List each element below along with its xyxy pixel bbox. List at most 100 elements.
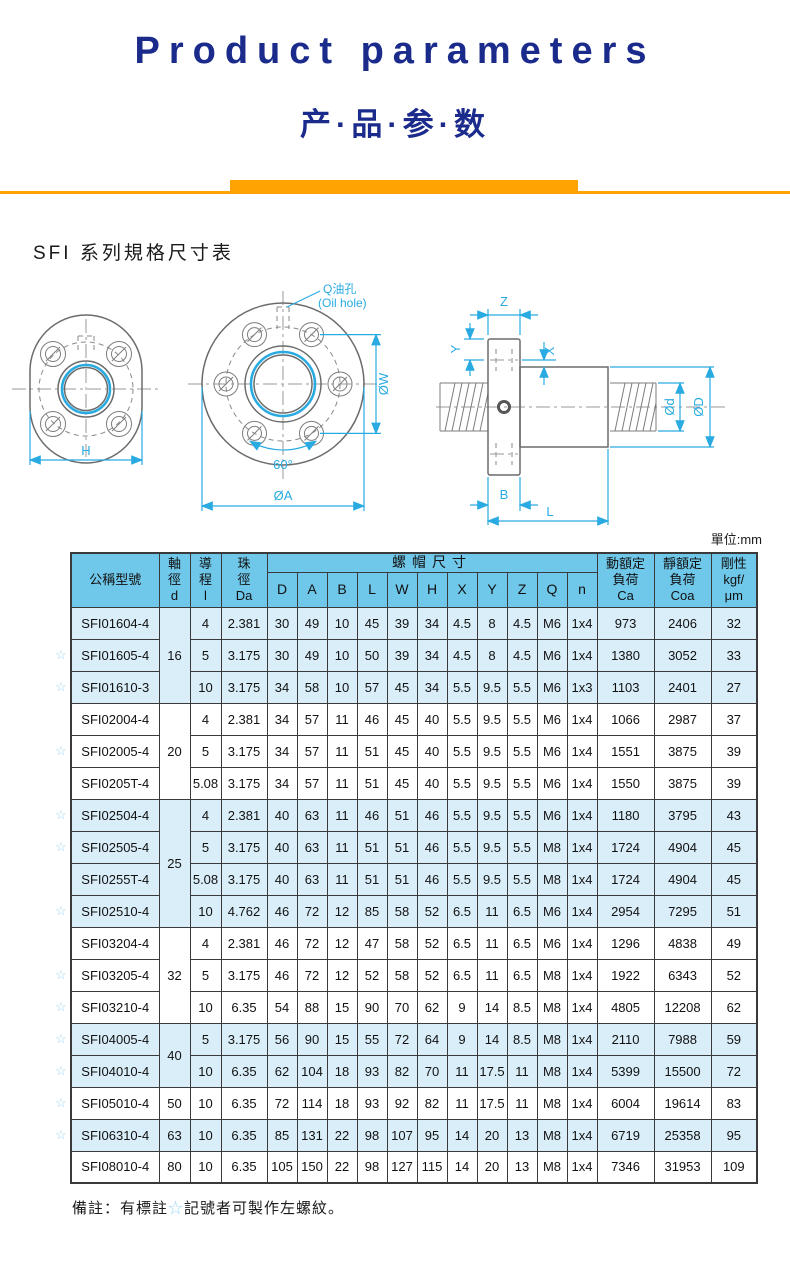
cell-nut-dim: 104	[296, 1054, 328, 1088]
cell-nut-dim: 1x4	[566, 1054, 598, 1088]
cell-nut-dim: 34	[416, 670, 448, 704]
cell-nut-dim: 70	[416, 1054, 448, 1088]
cell-nut-dim: 46	[416, 830, 448, 864]
cell-ball-dia: 2.381	[220, 606, 268, 640]
cell-shaft-d: 80	[158, 1150, 191, 1184]
cell-nut-dim: M8	[536, 862, 568, 896]
cell-rigidity: 109	[710, 1150, 758, 1184]
cell-nut-dim: 11	[446, 1054, 478, 1088]
cell-shaft-d: 25	[158, 798, 191, 928]
cell-nut-dim: 5.5	[446, 702, 478, 736]
cell-static-load: 6343	[653, 958, 712, 992]
cell-static-load: 4904	[653, 830, 712, 864]
divider-bar	[230, 180, 578, 193]
cell-lead: 4	[189, 798, 222, 832]
cell-nut-dim: 6.5	[506, 958, 538, 992]
cell-model: SFI0205T-4	[70, 766, 160, 800]
cell-static-load: 3875	[653, 766, 712, 800]
cell-nut-dim: 12	[326, 926, 358, 960]
cell-nut-dim: 46	[416, 798, 448, 832]
cell-model: SFI02505-4	[70, 830, 160, 864]
cell-nut-dim: 11	[506, 1054, 538, 1088]
cell-nut-dim: 8.5	[506, 1022, 538, 1056]
cell-nut-dim: 63	[296, 862, 328, 896]
cell-ball-dia: 3.175	[220, 830, 268, 864]
cell-nut-dim: 62	[416, 990, 448, 1024]
cell-nut-dim: 85	[356, 894, 388, 928]
cell-dynamic-load: 1380	[596, 638, 655, 672]
col-header-nut-x: X	[446, 571, 478, 608]
cell-nut-dim: 11	[476, 894, 508, 928]
cell-ball-dia: 2.381	[220, 798, 268, 832]
cell-lead: 10	[189, 670, 222, 704]
cell-nut-dim: 15	[326, 990, 358, 1024]
cell-model: SFI03210-4	[70, 990, 160, 1024]
cell-lead: 5	[189, 830, 222, 864]
cell-nut-dim: 30	[266, 638, 298, 672]
cell-nut-dim: 18	[326, 1086, 358, 1120]
cell-nut-dim: 49	[296, 606, 328, 640]
cell-rigidity: 27	[710, 670, 758, 704]
cell-nut-dim: 72	[296, 894, 328, 928]
cell-nut-dim: 51	[356, 862, 388, 896]
cell-nut-dim: 9.5	[476, 670, 508, 704]
cell-nut-dim: 11	[476, 958, 508, 992]
cell-rigidity: 43	[710, 798, 758, 832]
cell-nut-dim: 57	[296, 702, 328, 736]
cell-nut-dim: 11	[326, 830, 358, 864]
cell-static-load: 2406	[653, 606, 712, 640]
cell-ball-dia: 3.175	[220, 1022, 268, 1056]
cell-nut-dim: 5.5	[446, 798, 478, 832]
cell-nut-dim: 64	[416, 1022, 448, 1056]
cell-shaft-d: 50	[158, 1086, 191, 1120]
cell-static-load: 3795	[653, 798, 712, 832]
cell-shaft-d: 32	[158, 926, 191, 1024]
cell-nut-dim: 98	[356, 1118, 388, 1152]
cell-static-load: 2987	[653, 702, 712, 736]
cell-nut-dim: 5.5	[506, 734, 538, 768]
cell-lead: 5.08	[189, 862, 222, 896]
cell-nut-dim: 40	[266, 798, 298, 832]
cell-nut-dim: 1x4	[566, 766, 598, 800]
cell-model: SFI05010-4	[70, 1086, 160, 1120]
cell-static-load: 12208	[653, 990, 712, 1024]
cell-nut-dim: 8	[476, 606, 508, 640]
cell-dynamic-load: 1551	[596, 734, 655, 768]
cell-nut-dim: 14	[446, 1118, 478, 1152]
cell-dynamic-load: 4805	[596, 990, 655, 1024]
cell-static-load: 19614	[653, 1086, 712, 1120]
cell-nut-dim: M8	[536, 990, 568, 1024]
cell-static-load: 25358	[653, 1118, 712, 1152]
cell-nut-dim: M8	[536, 830, 568, 864]
flange-front-round-diagram: Q油孔 (Oil hole) ØW 60° ØA	[188, 282, 391, 511]
cell-model: SFI0255T-4	[70, 862, 160, 896]
cell-nut-dim: 12	[326, 958, 358, 992]
cell-rigidity: 62	[710, 990, 758, 1024]
cell-nut-dim: 82	[416, 1086, 448, 1120]
col-header-model: 公稱型號	[70, 552, 160, 608]
cell-nut-dim: M6	[536, 798, 568, 832]
cell-model: SFI02504-4	[70, 798, 160, 832]
cell-nut-dim: 49	[296, 638, 328, 672]
cell-nut-dim: 45	[386, 766, 418, 800]
cell-nut-dim: 1x4	[566, 958, 598, 992]
cell-nut-dim: 52	[416, 958, 448, 992]
cell-rigidity: 39	[710, 766, 758, 800]
cell-nut-dim: 4.5	[446, 606, 478, 640]
cell-nut-dim: 9	[446, 1022, 478, 1056]
cell-model: SFI01605-4	[70, 638, 160, 672]
col-header-nut-y: Y	[476, 571, 508, 608]
footnote: 備註：有標註☆記號者可製作左螺紋。	[72, 1197, 790, 1218]
cell-nut-dim: 13	[506, 1150, 538, 1184]
cell-nut-dim: 46	[266, 894, 298, 928]
left-thread-star-icon: ☆	[55, 999, 67, 1014]
cell-nut-dim: M6	[536, 638, 568, 672]
left-thread-star-icon: ☆	[55, 807, 67, 822]
